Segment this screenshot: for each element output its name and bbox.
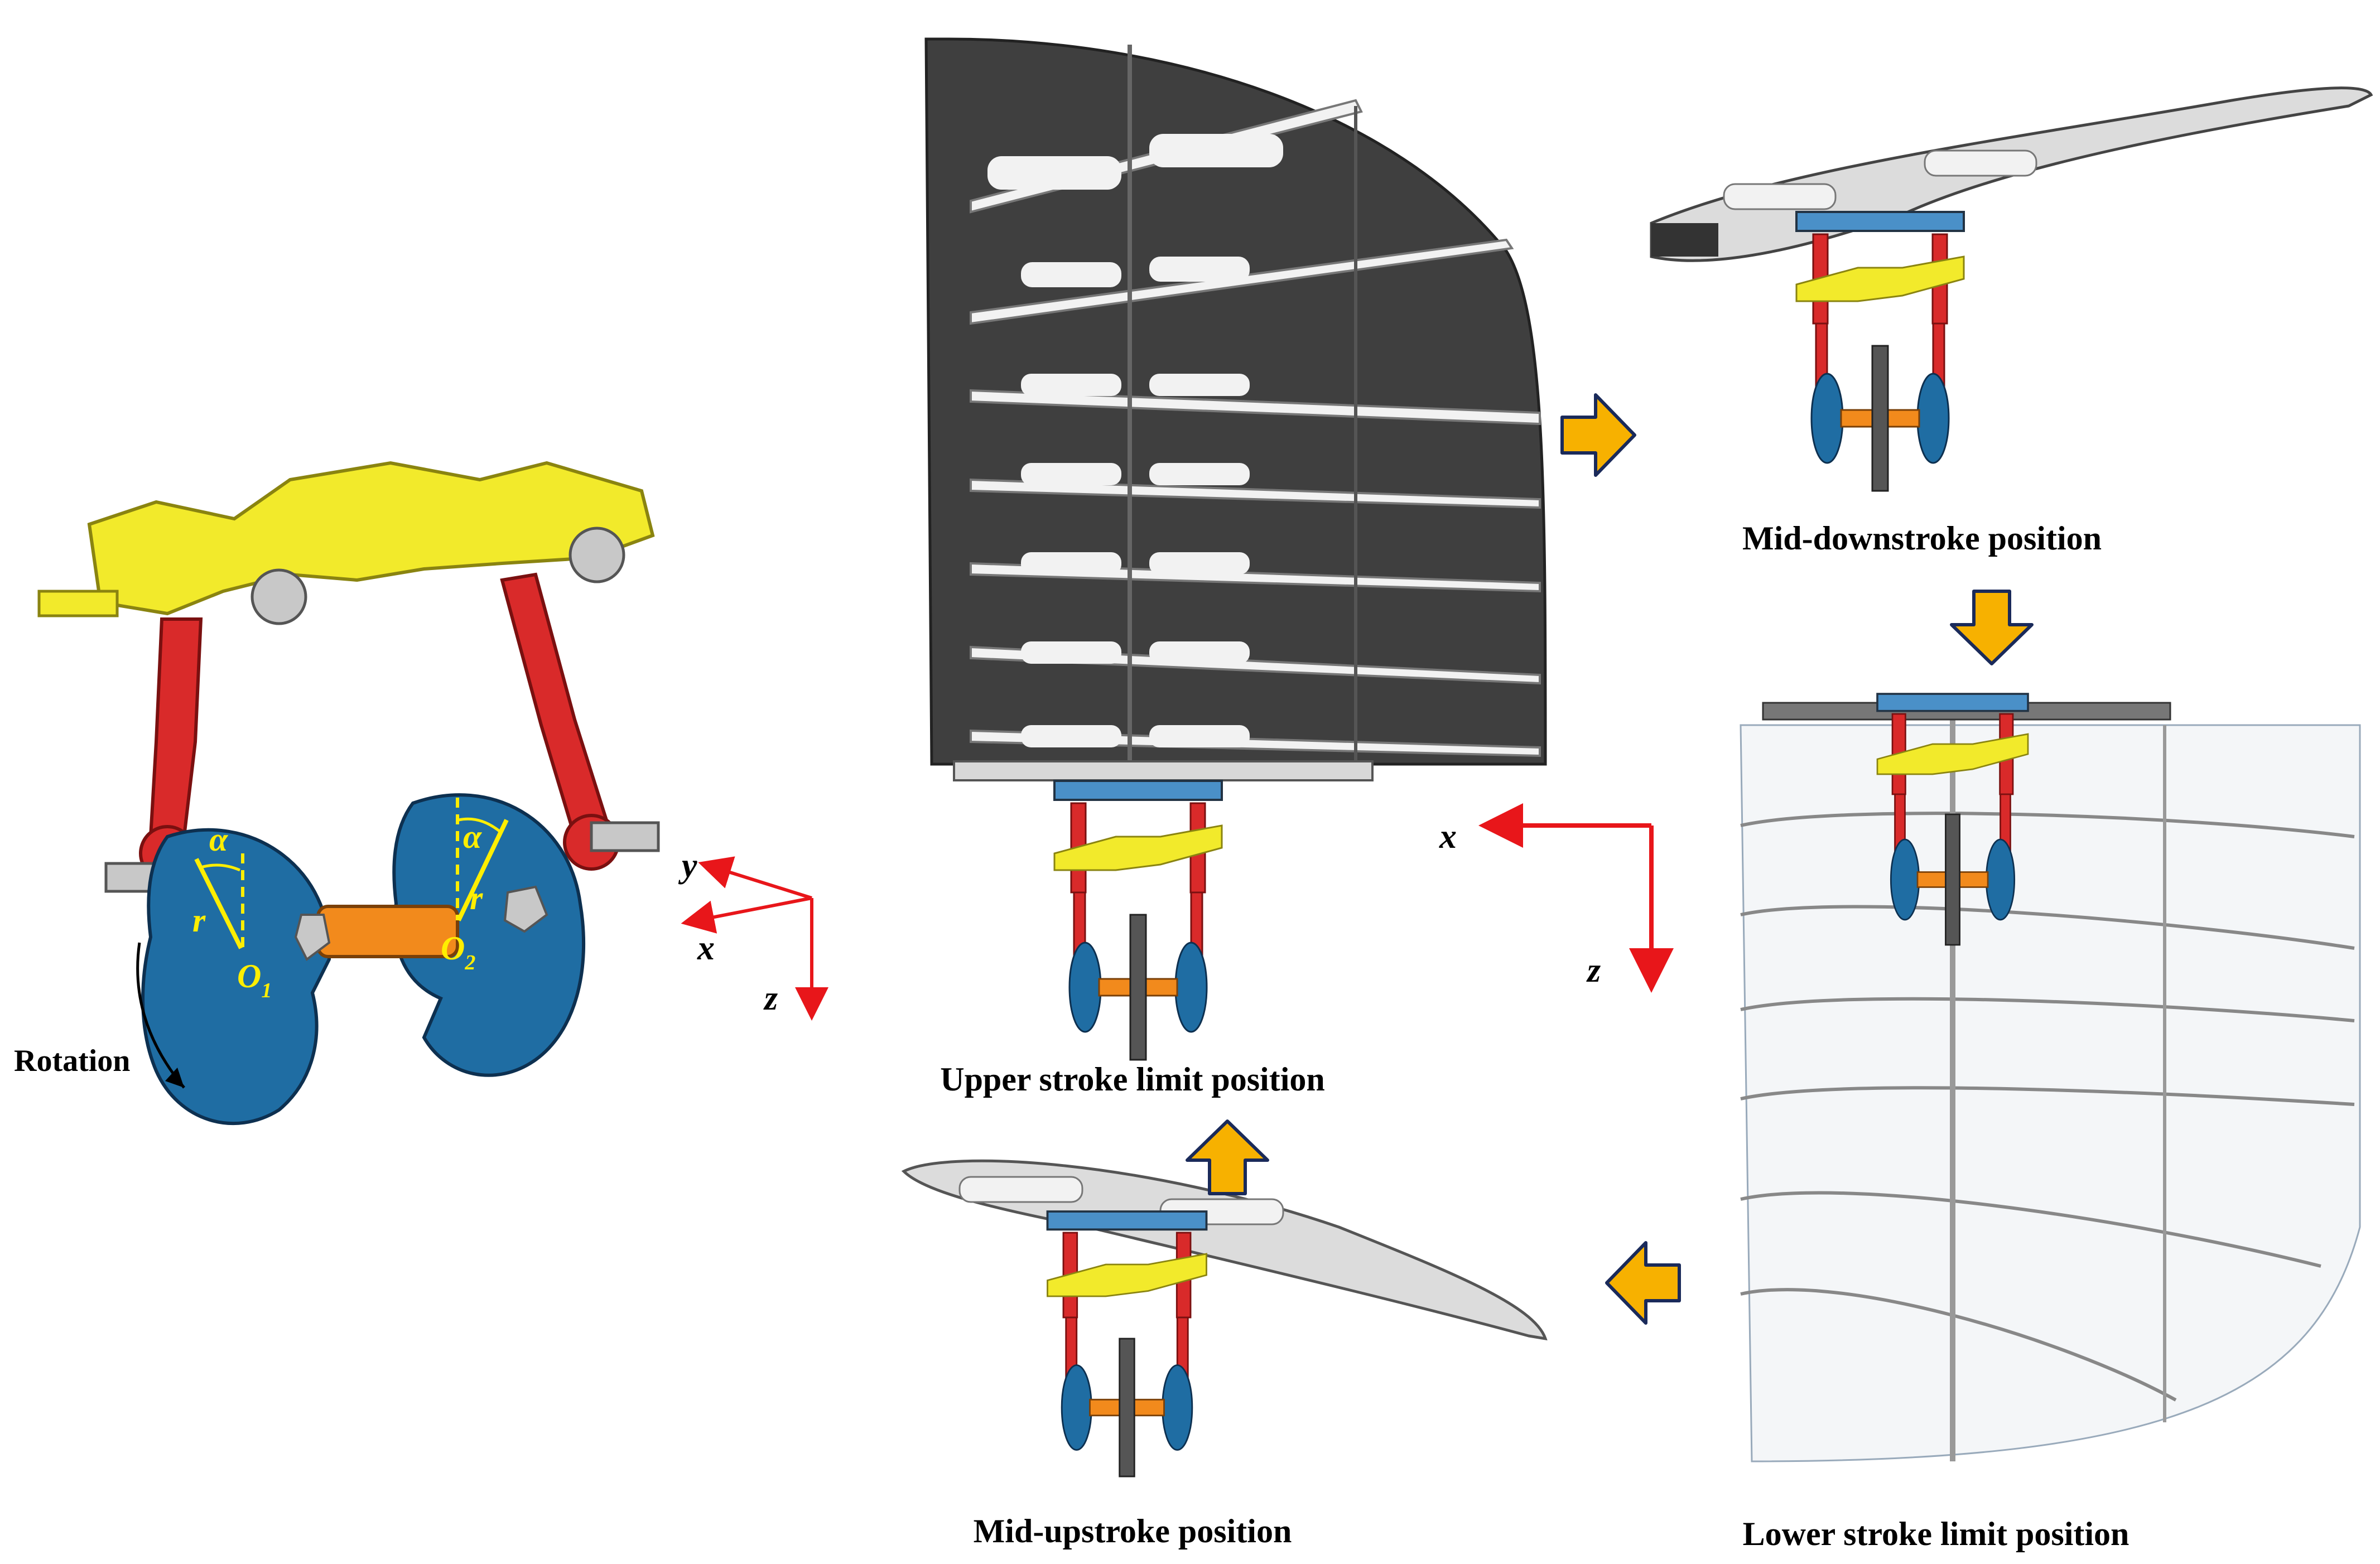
- mid-upstroke-wing: [901, 1159, 1548, 1478]
- detailed-mechanism: α r O1 α r O2 Rotation: [14, 461, 660, 1126]
- caption-lower-stroke: Lower stroke limit position: [1743, 1515, 2130, 1552]
- alpha-label-left: α: [209, 821, 228, 858]
- flow-arrow-left: [1607, 1243, 1679, 1323]
- axis-z-left: z: [763, 979, 778, 1017]
- caption-mid-downstroke: Mid-downstroke position: [1742, 520, 2102, 557]
- r-label-right: r: [470, 880, 483, 916]
- axis-x-mid: x: [1439, 818, 1457, 856]
- alpha-label-right: α: [463, 818, 482, 855]
- r-label-left: r: [192, 902, 206, 939]
- coordinate-axes-mid: x z: [1439, 803, 1674, 993]
- flow-arrow-down: [1952, 591, 2032, 664]
- flow-arrow-right: [1562, 395, 1635, 475]
- upper-stroke-wing: [924, 37, 1547, 1061]
- flow-arrow-up: [1187, 1121, 1268, 1194]
- axis-y-left: y: [678, 847, 697, 885]
- axis-z-mid: z: [1586, 952, 1601, 989]
- axis-x-left: x: [697, 929, 715, 967]
- o1-label: O1: [237, 958, 272, 1002]
- o2-label: O2: [441, 930, 475, 974]
- caption-mid-upstroke: Mid-upstroke position: [974, 1513, 1292, 1549]
- rotation-label: Rotation: [14, 1044, 130, 1078]
- right-red-link: [500, 572, 610, 839]
- rotation-arrow: [136, 942, 185, 1089]
- mid-downstroke-wing: [1650, 86, 2373, 492]
- lower-stroke-wing: [1740, 693, 2361, 1462]
- right-blue-disk: [392, 793, 586, 1077]
- caption-upper-stroke: Upper stroke limit position: [940, 1061, 1325, 1098]
- yellow-bracket: [87, 461, 655, 616]
- orange-shaft: [316, 905, 459, 958]
- left-red-link: [148, 617, 203, 838]
- left-blue-disk: [141, 828, 331, 1126]
- coordinate-axes-left: y x z: [678, 847, 828, 1021]
